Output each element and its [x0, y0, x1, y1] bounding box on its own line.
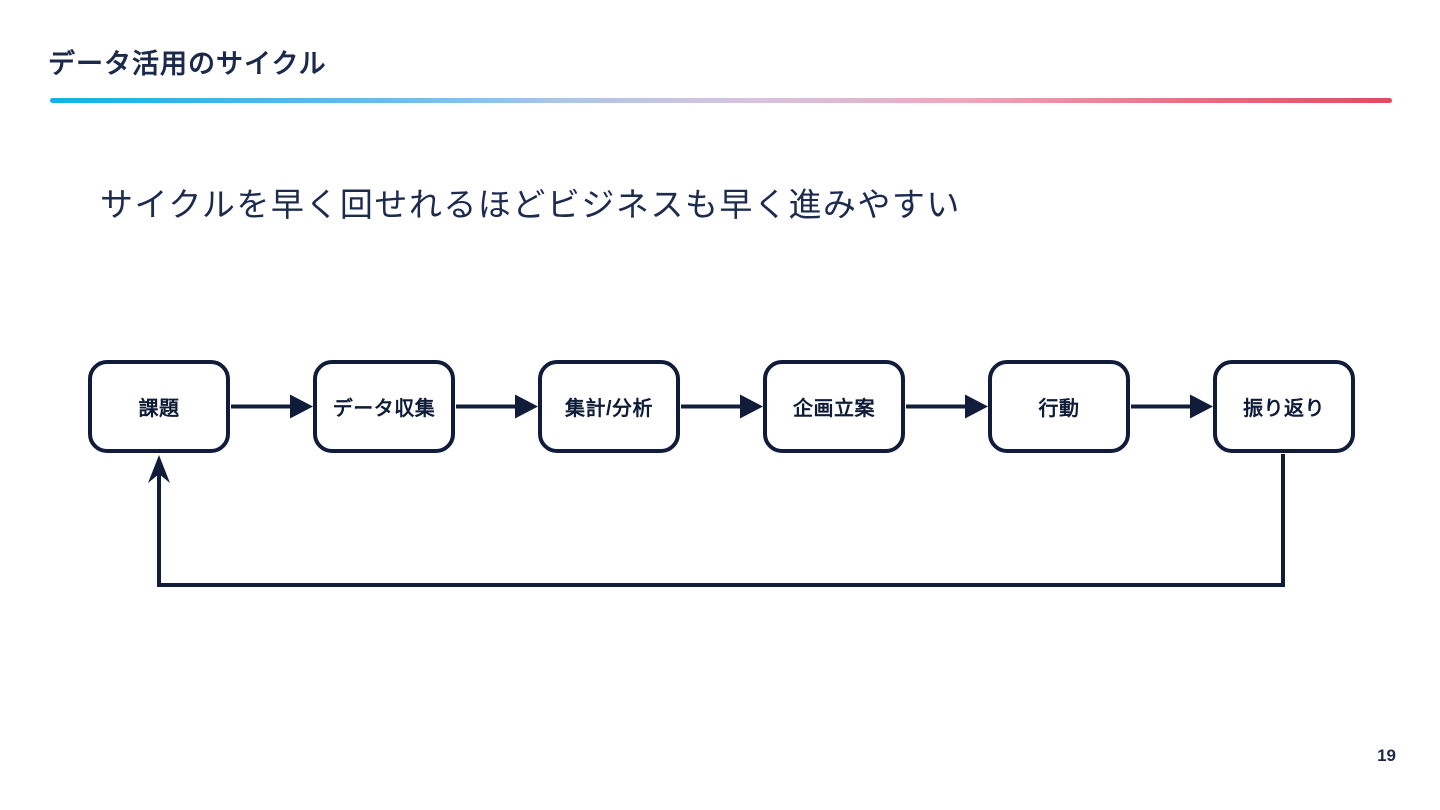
feedback-loop-line [157, 454, 1285, 587]
flow-node-retrospective: 振り返り [1213, 360, 1355, 453]
arrow-head-2 [515, 394, 538, 419]
flow-node-aggregation-analysis: 集計/分析 [538, 360, 680, 453]
flow-node-planning: 企画立案 [763, 360, 905, 453]
flow-node-issue: 課題 [88, 360, 230, 453]
flow-node-action: 行動 [988, 360, 1130, 453]
flow-node-data-collection: データ収集 [313, 360, 455, 453]
arrow-head-5 [1190, 394, 1213, 419]
arrow-head-4 [965, 394, 988, 419]
page-title: データ活用のサイクル [48, 49, 327, 79]
page-number: 19 [1377, 746, 1396, 765]
arrow-head-1 [290, 394, 313, 419]
title-divider-gradient [50, 98, 1392, 103]
arrow-head-3 [740, 394, 763, 419]
slide-subtitle: サイクルを早く回せれるほどビジネスも早く進みやすい [100, 186, 961, 223]
feedback-loop-arrow-head [148, 455, 170, 483]
